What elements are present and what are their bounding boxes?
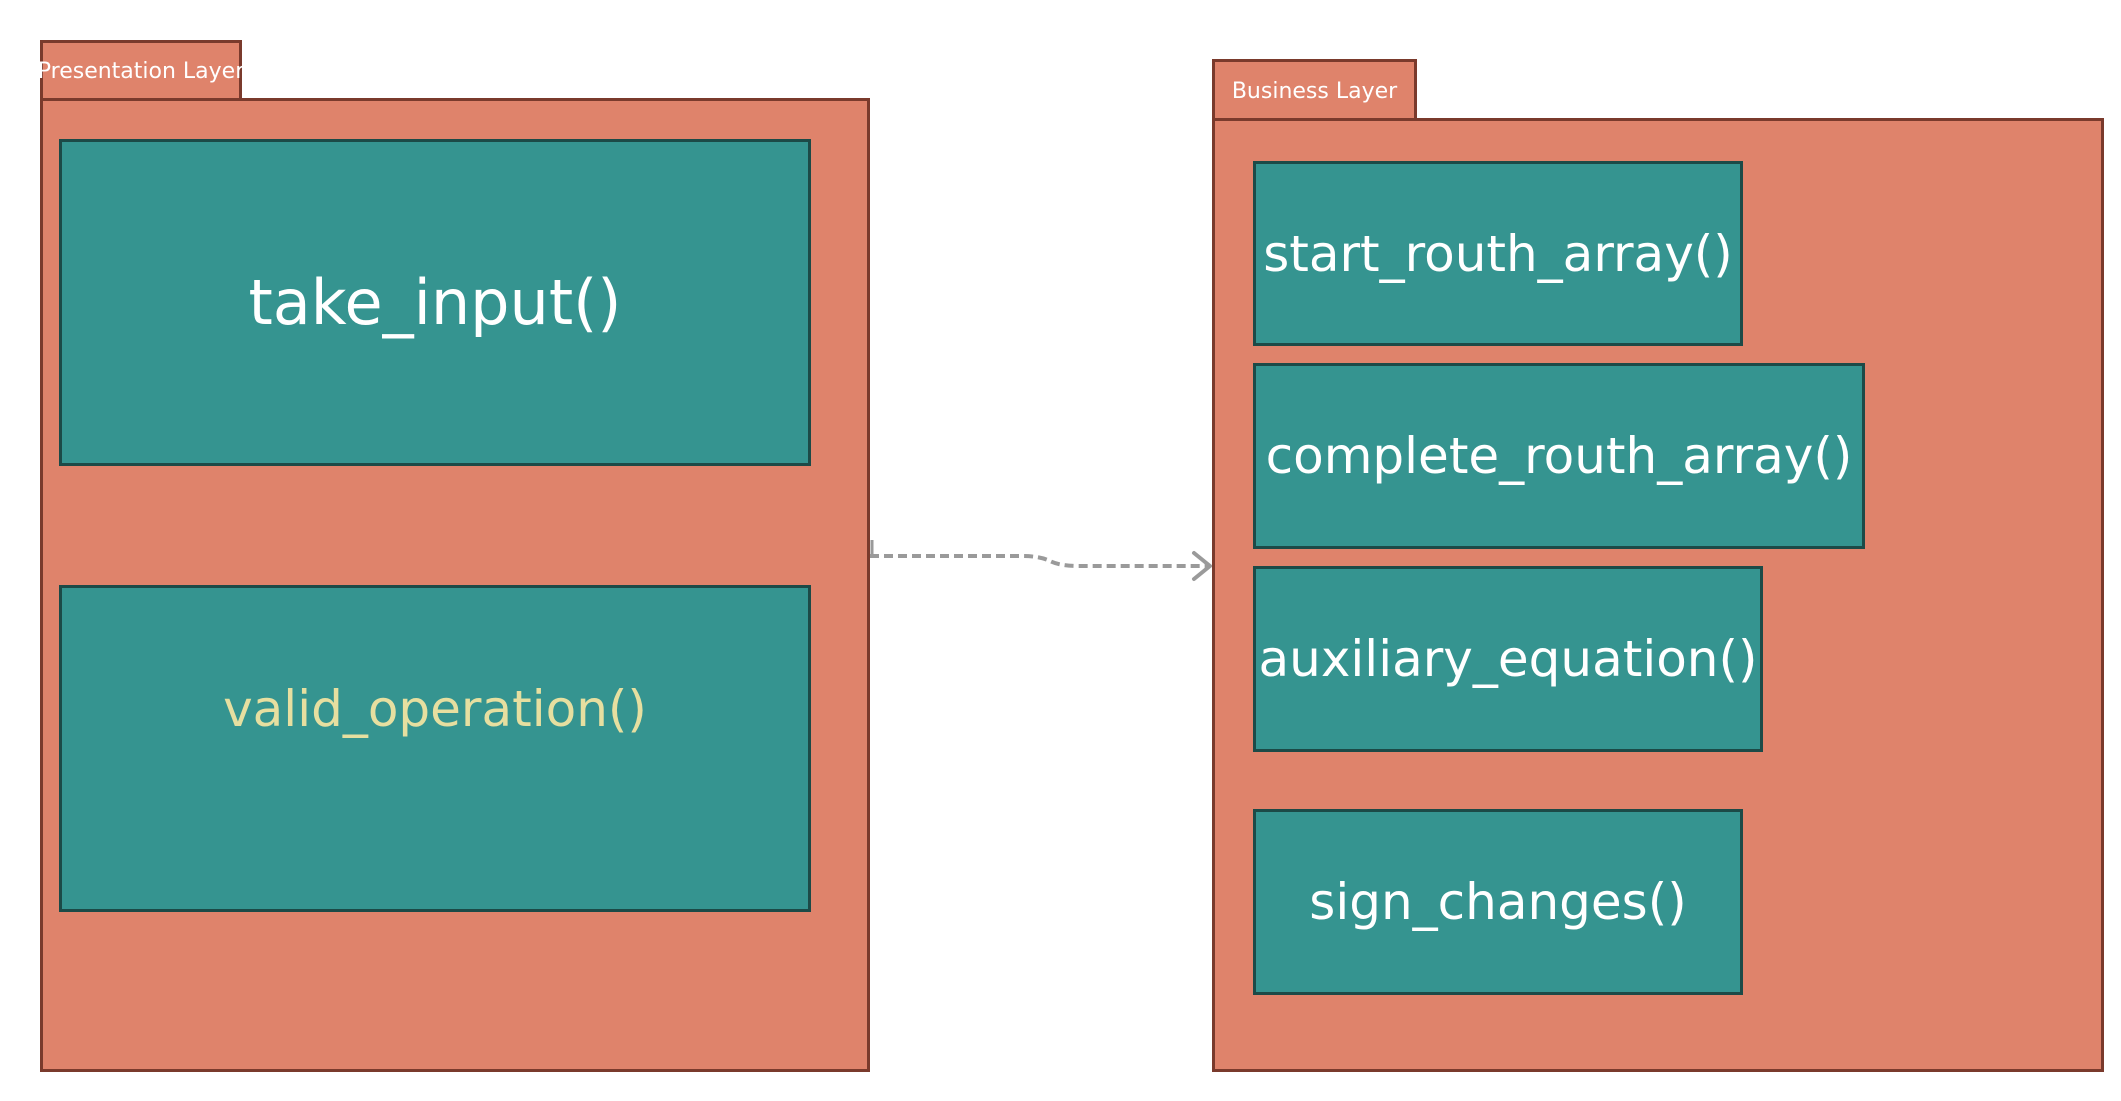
dependency-line xyxy=(870,554,1208,568)
business-layer-tab: Business Layer xyxy=(1212,59,1417,121)
complete-routh-array-box[interactable]: complete_routh_array() xyxy=(1253,363,1865,549)
valid-operation-box[interactable]: valid_operation() xyxy=(59,585,811,912)
auxiliary-equation-label: auxiliary_equation() xyxy=(1258,630,1758,688)
dependency-arrowhead xyxy=(1192,551,1212,581)
sign-changes-label: sign_changes() xyxy=(1309,873,1687,931)
take-input-box[interactable]: take_input() xyxy=(59,139,811,466)
business-layer-title: Business Layer xyxy=(1231,78,1398,104)
valid-operation-label: valid_operation() xyxy=(223,679,647,738)
sign-changes-box[interactable]: sign_changes() xyxy=(1253,809,1743,995)
complete-routh-array-label: complete_routh_array() xyxy=(1265,427,1853,485)
start-routh-array-box[interactable]: start_routh_array() xyxy=(1253,161,1743,346)
presentation-layer-tab: Presentation Layer xyxy=(37,40,245,101)
take-input-label: take_input() xyxy=(248,266,622,339)
auxiliary-equation-box[interactable]: auxiliary_equation() xyxy=(1253,566,1763,752)
start-routh-array-label: start_routh_array() xyxy=(1263,224,1733,283)
presentation-layer-title: Presentation Layer xyxy=(37,59,245,84)
